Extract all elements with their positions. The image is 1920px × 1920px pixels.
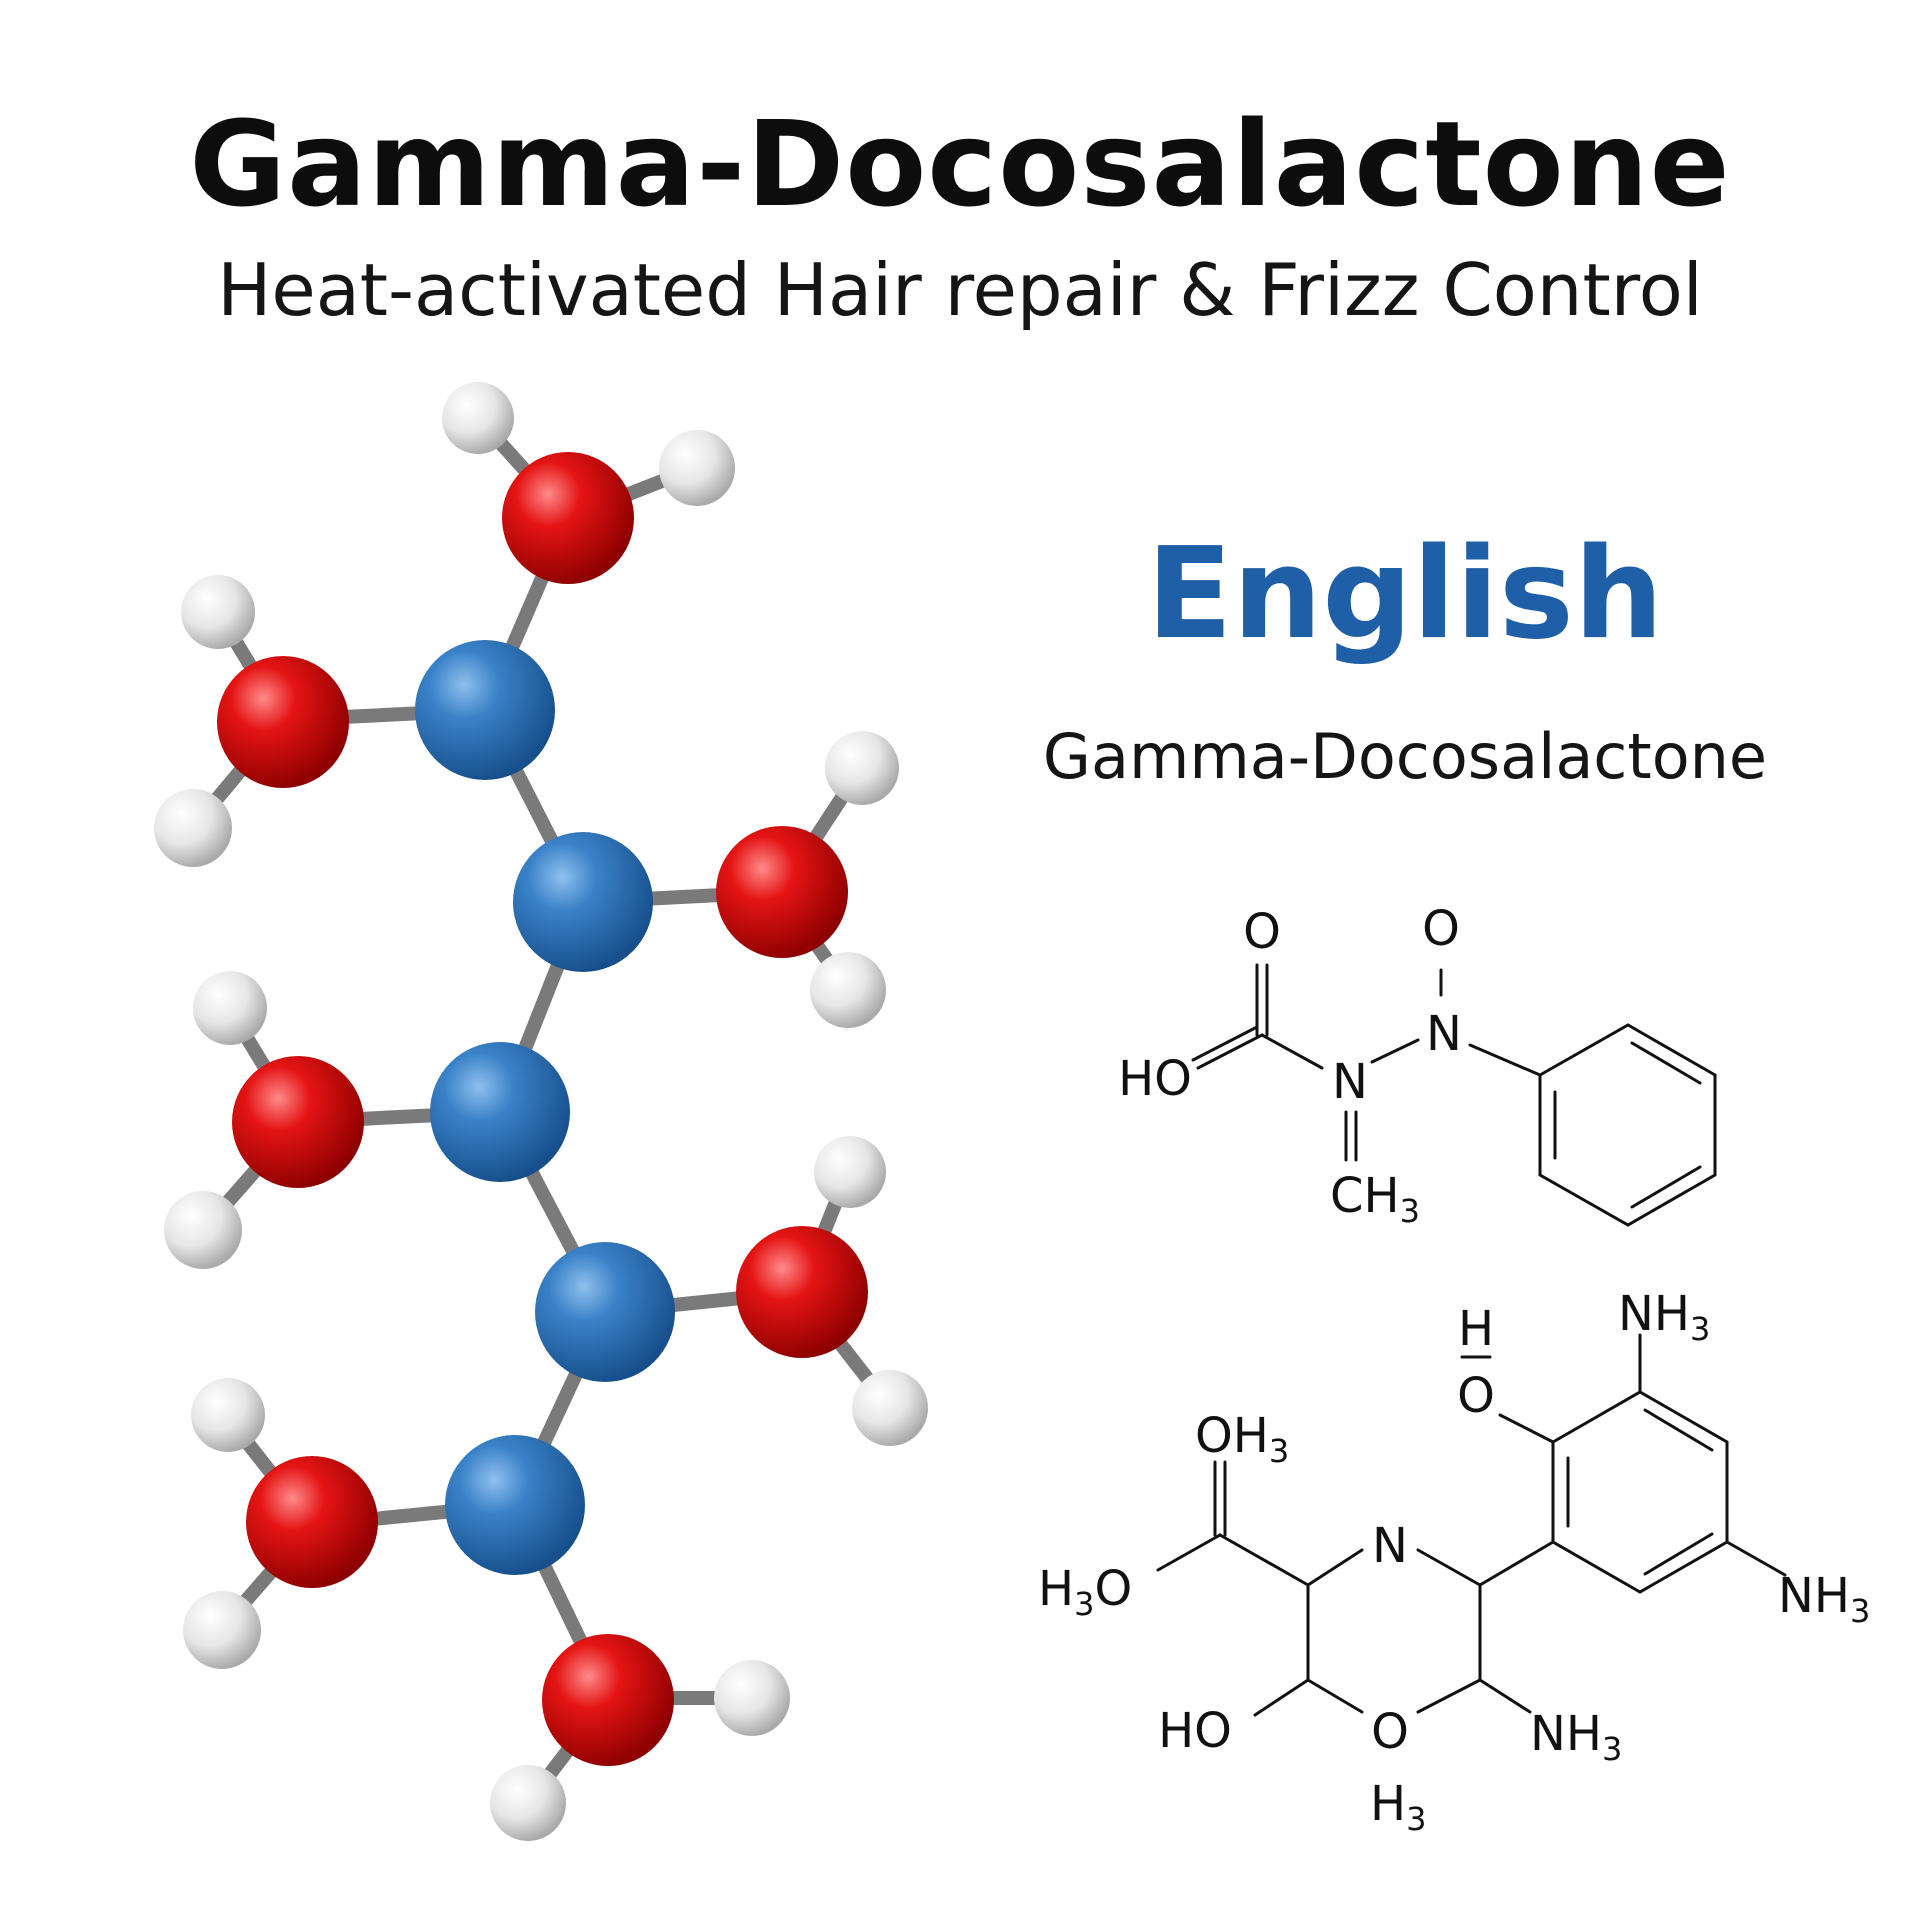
atom-label: O [1243, 904, 1281, 960]
hydrogen-atom [825, 731, 899, 805]
oxygen-atoms [217, 452, 868, 1766]
carbon-atom [445, 1435, 585, 1575]
carbon-atom [415, 640, 555, 780]
hydrogen-atom [183, 1591, 261, 1669]
carbon-atom [535, 1242, 675, 1382]
atom-label: O [1457, 1368, 1495, 1424]
atom-label: N [1332, 1054, 1368, 1110]
atom-label: N [1426, 1006, 1462, 1062]
oxygen-atom [736, 1226, 868, 1358]
carbon-atoms [415, 640, 675, 1575]
oxygen-atom [232, 1056, 364, 1188]
atom-label: H3O [1038, 1561, 1132, 1623]
hydrogen-atom [714, 1660, 790, 1736]
atom-label: NH3 [1778, 1568, 1870, 1630]
atom-label: NH3 [1618, 1286, 1710, 1348]
hydrogen-atom [490, 1765, 566, 1841]
atom-label: CH3 [1330, 1168, 1420, 1230]
hydrogen-atom [442, 382, 514, 454]
hydrogen-atom [181, 575, 255, 649]
hydrogen-atom [154, 789, 232, 867]
atom-label: N [1372, 1518, 1408, 1574]
structural-formula-1: O O HO N N CH3 [1118, 901, 1717, 1230]
hydrogen-atom [852, 1370, 928, 1446]
oxygen-atom [246, 1456, 378, 1588]
hydrogen-atom [814, 1136, 886, 1208]
atom-label: H3 [1370, 1776, 1426, 1838]
oxygen-atom [542, 1634, 674, 1766]
hydrogen-atom [810, 952, 886, 1028]
page-title: Gamma-Docosalactone [189, 95, 1731, 233]
hydrogen-atom [191, 1378, 265, 1452]
carbon-atom [513, 832, 653, 972]
atom-label: H [1458, 1301, 1494, 1357]
atom-label: O [1422, 901, 1460, 957]
structural-formula-2: H O OH3 NH3 H3O N NH3 HO O NH3 H3 [1038, 1286, 1870, 1838]
atom-label: HO [1118, 1051, 1192, 1107]
atom-label: HO [1158, 1703, 1232, 1759]
hydrogen-atom [164, 1191, 242, 1269]
oxygen-atom [716, 826, 848, 958]
page-subtitle: Heat-activated Hair repair & Frizz Contr… [217, 248, 1703, 332]
carbon-atom [430, 1042, 570, 1182]
atom-label: O [1371, 1704, 1409, 1760]
oxygen-atom [502, 452, 634, 584]
hydrogen-atoms [154, 382, 928, 1841]
ball-and-stick-model [154, 382, 928, 1841]
atom-label: NH3 [1530, 1706, 1622, 1768]
atom-label: OH3 [1195, 1408, 1289, 1470]
compound-name: Gamma-Docosalactone [1042, 720, 1768, 793]
hydrogen-atom [659, 430, 735, 506]
hydrogen-atom [193, 971, 267, 1045]
oxygen-atom [217, 656, 349, 788]
language-heading: English [1146, 520, 1664, 667]
